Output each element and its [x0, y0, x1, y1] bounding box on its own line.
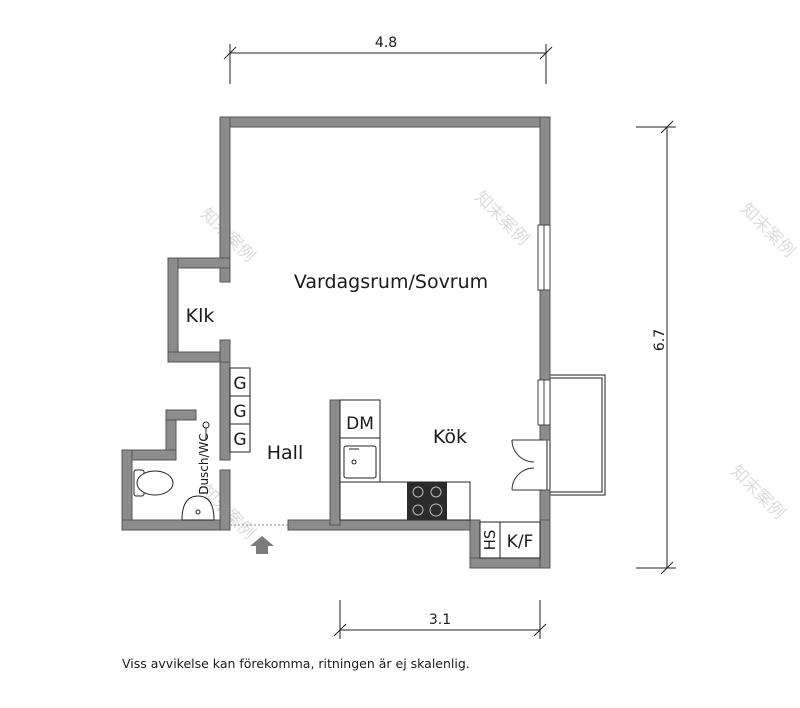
toilet-icon — [133, 469, 174, 497]
dimension-right — [636, 120, 676, 575]
shower-icon — [202, 421, 210, 440]
balcony — [546, 374, 606, 496]
windows — [537, 224, 551, 426]
kitchen-counter — [339, 399, 471, 521]
walls — [121, 116, 551, 569]
balcony-door — [511, 439, 543, 491]
room-kitchen: Kök — [433, 426, 467, 448]
wardrobe-label-3: G — [233, 430, 246, 450]
dimension-top-label: 4.8 — [375, 35, 397, 51]
appliance-boxes — [479, 521, 541, 559]
wardrobe-label-2: G — [233, 402, 246, 422]
entrance — [230, 524, 288, 554]
disclaimer-note: Viss avvikelse kan förekomma, ritningen … — [122, 656, 470, 671]
stove-icon — [407, 482, 447, 520]
wardrobe-label-1: G — [233, 374, 246, 394]
watermark-5: 知末案例 — [726, 461, 788, 523]
watermark-2: 知末案例 — [470, 187, 532, 249]
dimension-bottom — [333, 600, 547, 639]
dimension-bottom-label: 3.1 — [429, 612, 451, 628]
watermarks: 知末案例 知末案例 知末案例 知末案例 知末案例 — [196, 187, 798, 543]
sink-icon — [343, 445, 377, 479]
room-closet: Klk — [186, 305, 215, 327]
entrance-arrow-icon — [250, 536, 274, 554]
fridge-freezer-label: K/F — [507, 532, 534, 552]
dimension-right-label: 6.7 — [652, 329, 668, 351]
watermark-3: 知末案例 — [736, 199, 798, 261]
wardrobes — [229, 367, 251, 453]
bathroom-label: Dusch/WC — [197, 433, 211, 495]
dishwasher-label: DM — [346, 414, 374, 434]
dimension-top — [223, 44, 553, 84]
hs-label: HS — [481, 530, 499, 551]
room-living: Vardagsrum/Sovrum — [294, 271, 488, 293]
room-hall: Hall — [267, 442, 304, 464]
washbasin-icon — [181, 495, 215, 521]
